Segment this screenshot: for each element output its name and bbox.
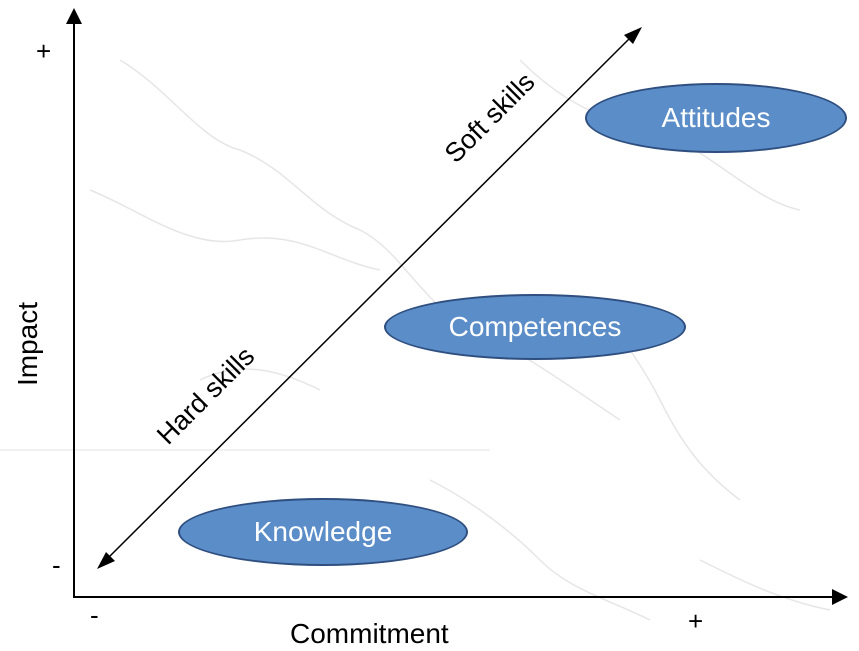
y-axis-minus-label: -	[52, 550, 61, 580]
attitudes-label: Attitudes	[661, 102, 771, 133]
knowledge-label: Knowledge	[253, 516, 393, 547]
y-axis-title: Impact	[12, 301, 43, 387]
x-axis-title: Commitment	[290, 618, 449, 649]
x-axis-plus-label: +	[688, 606, 704, 636]
x-axis-minus-label: -	[90, 600, 99, 630]
x-axis-arrowhead	[832, 589, 848, 605]
competences-label: Competences	[448, 311, 622, 342]
y-axis-plus-label: +	[36, 36, 52, 66]
competences-node: Competences	[384, 294, 686, 360]
diagonal-arrowhead-lower	[97, 552, 115, 569]
diagonal-arrow-line	[105, 35, 633, 561]
knowledge-node: Knowledge	[178, 498, 468, 566]
diagonal-arrowhead-upper	[624, 27, 642, 44]
attitudes-node: Attitudes	[585, 83, 847, 153]
y-axis-arrowhead	[66, 8, 82, 24]
